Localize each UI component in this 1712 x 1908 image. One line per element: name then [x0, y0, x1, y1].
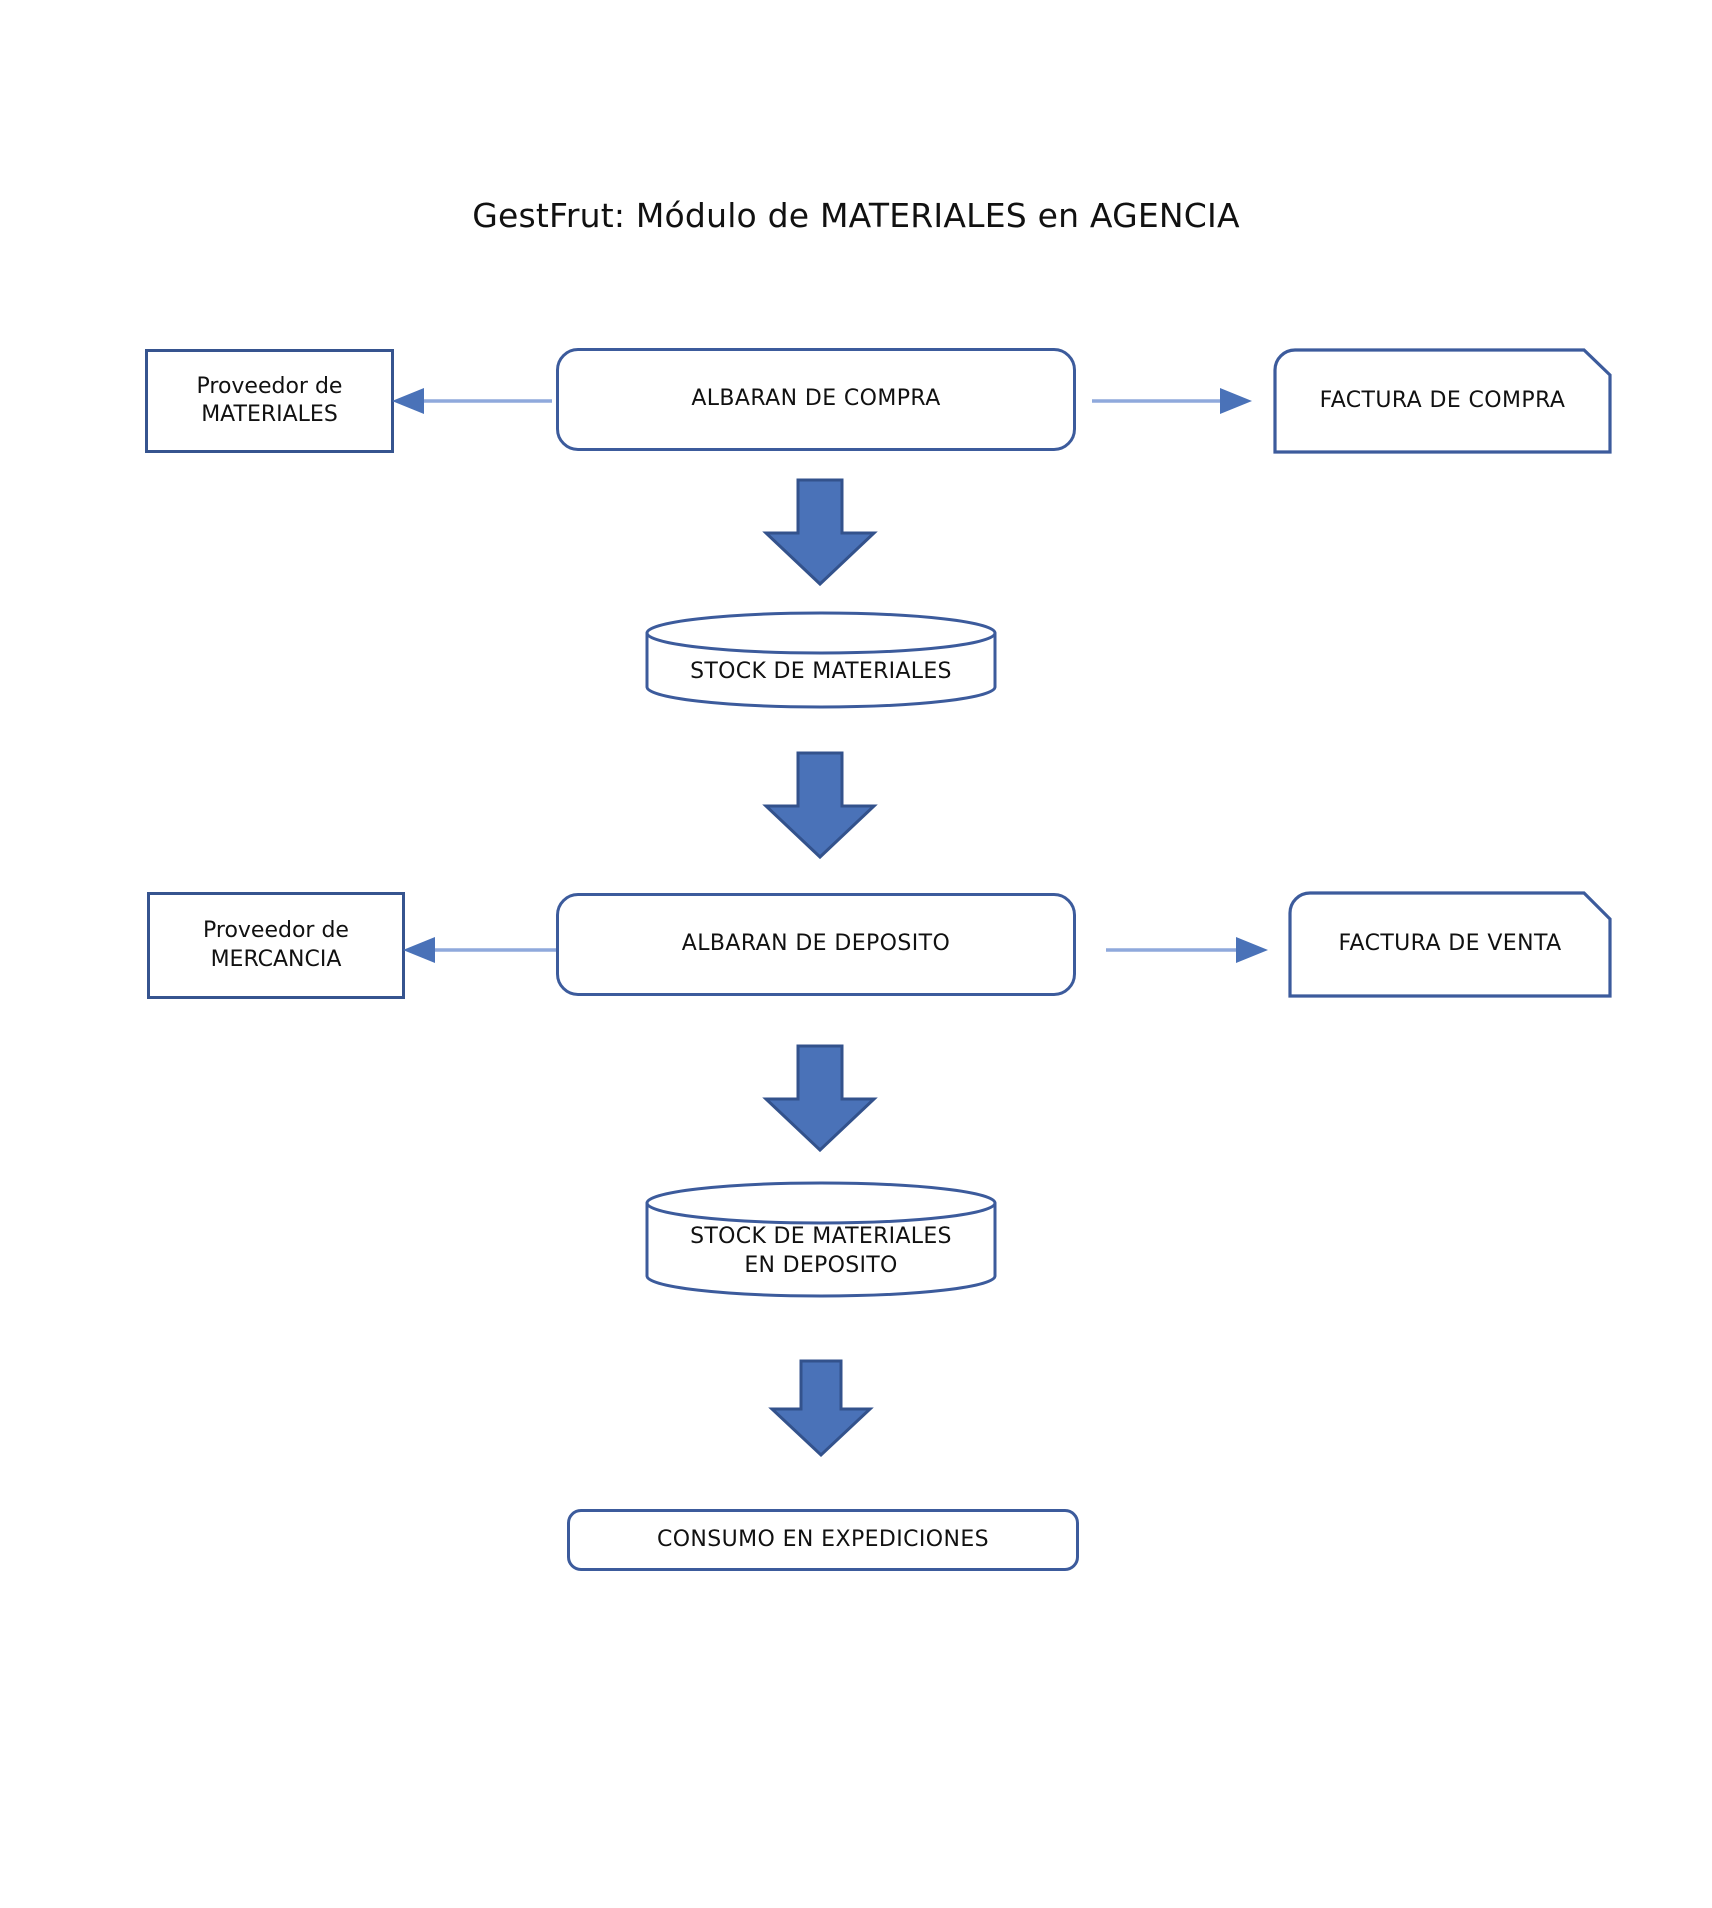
connector-albaran-compra-to-proveedor-materiales: [392, 380, 552, 422]
node-proveedor-mercancia-label-line2: MERCANCIA: [210, 946, 342, 972]
node-consumo-expediciones-label: CONSUMO EN EXPEDICIONES: [656, 1526, 990, 1552]
node-consumo-expediciones[interactable]: CONSUMO EN EXPEDICIONES: [567, 1509, 1079, 1571]
cylinder-shape: [645, 611, 997, 709]
connector-albaran-deposito-to-factura-venta: [1106, 929, 1268, 971]
node-factura-compra[interactable]: FACTURA DE COMPRA: [1273, 348, 1612, 454]
down-arrow-icon: [762, 478, 878, 587]
cylinder-shape: [645, 1181, 997, 1298]
node-albaran-compra-label: ALBARAN DE COMPRA: [691, 386, 941, 412]
node-proveedor-mercancia-label: Proveedor de MERCANCIA: [203, 917, 349, 973]
page-title: GestFrut: Módulo de MATERIALES en AGENCI…: [472, 196, 1240, 235]
node-stock-materiales[interactable]: STOCK DE MATERIALES: [644, 611, 998, 709]
node-proveedor-mercancia[interactable]: Proveedor de MERCANCIA: [147, 892, 405, 999]
node-proveedor-materiales-label: Proveedor de MATERIALES: [197, 373, 343, 429]
node-proveedor-materiales-label-line2: MATERIALES: [201, 402, 338, 427]
node-albaran-compra[interactable]: ALBARAN DE COMPRA: [556, 348, 1076, 451]
node-albaran-deposito[interactable]: ALBARAN DE DEPOSITO: [556, 893, 1076, 996]
node-proveedor-materiales[interactable]: Proveedor de MATERIALES: [145, 349, 394, 453]
connector-albaran-deposito-to-proveedor-mercancia: [403, 929, 558, 971]
node-stock-materiales-deposito[interactable]: STOCK DE MATERIALES EN DEPOSITO: [644, 1181, 998, 1298]
document-snip-shape: [1273, 348, 1612, 454]
down-arrow-icon: [762, 751, 878, 860]
node-factura-venta[interactable]: FACTURA DE VENTA: [1288, 891, 1612, 998]
block-arrow-stock-deposito-to-consumo: [768, 1358, 874, 1458]
node-albaran-deposito-label: ALBARAN DE DEPOSITO: [681, 931, 951, 957]
down-arrow-icon: [768, 1359, 874, 1458]
down-arrow-icon: [762, 1044, 878, 1153]
block-arrow-albaran-deposito-to-stock-deposito: [762, 1043, 878, 1153]
connector-albaran-compra-to-factura-compra: [1092, 380, 1252, 422]
node-proveedor-mercancia-label-line1: Proveedor de: [203, 918, 349, 944]
block-arrow-albaran-compra-to-stock-materiales: [762, 477, 878, 587]
document-snip-shape: [1288, 891, 1612, 998]
block-arrow-stock-materiales-to-albaran-deposito: [762, 750, 878, 860]
node-proveedor-materiales-label-line1: Proveedor de: [196, 373, 343, 399]
